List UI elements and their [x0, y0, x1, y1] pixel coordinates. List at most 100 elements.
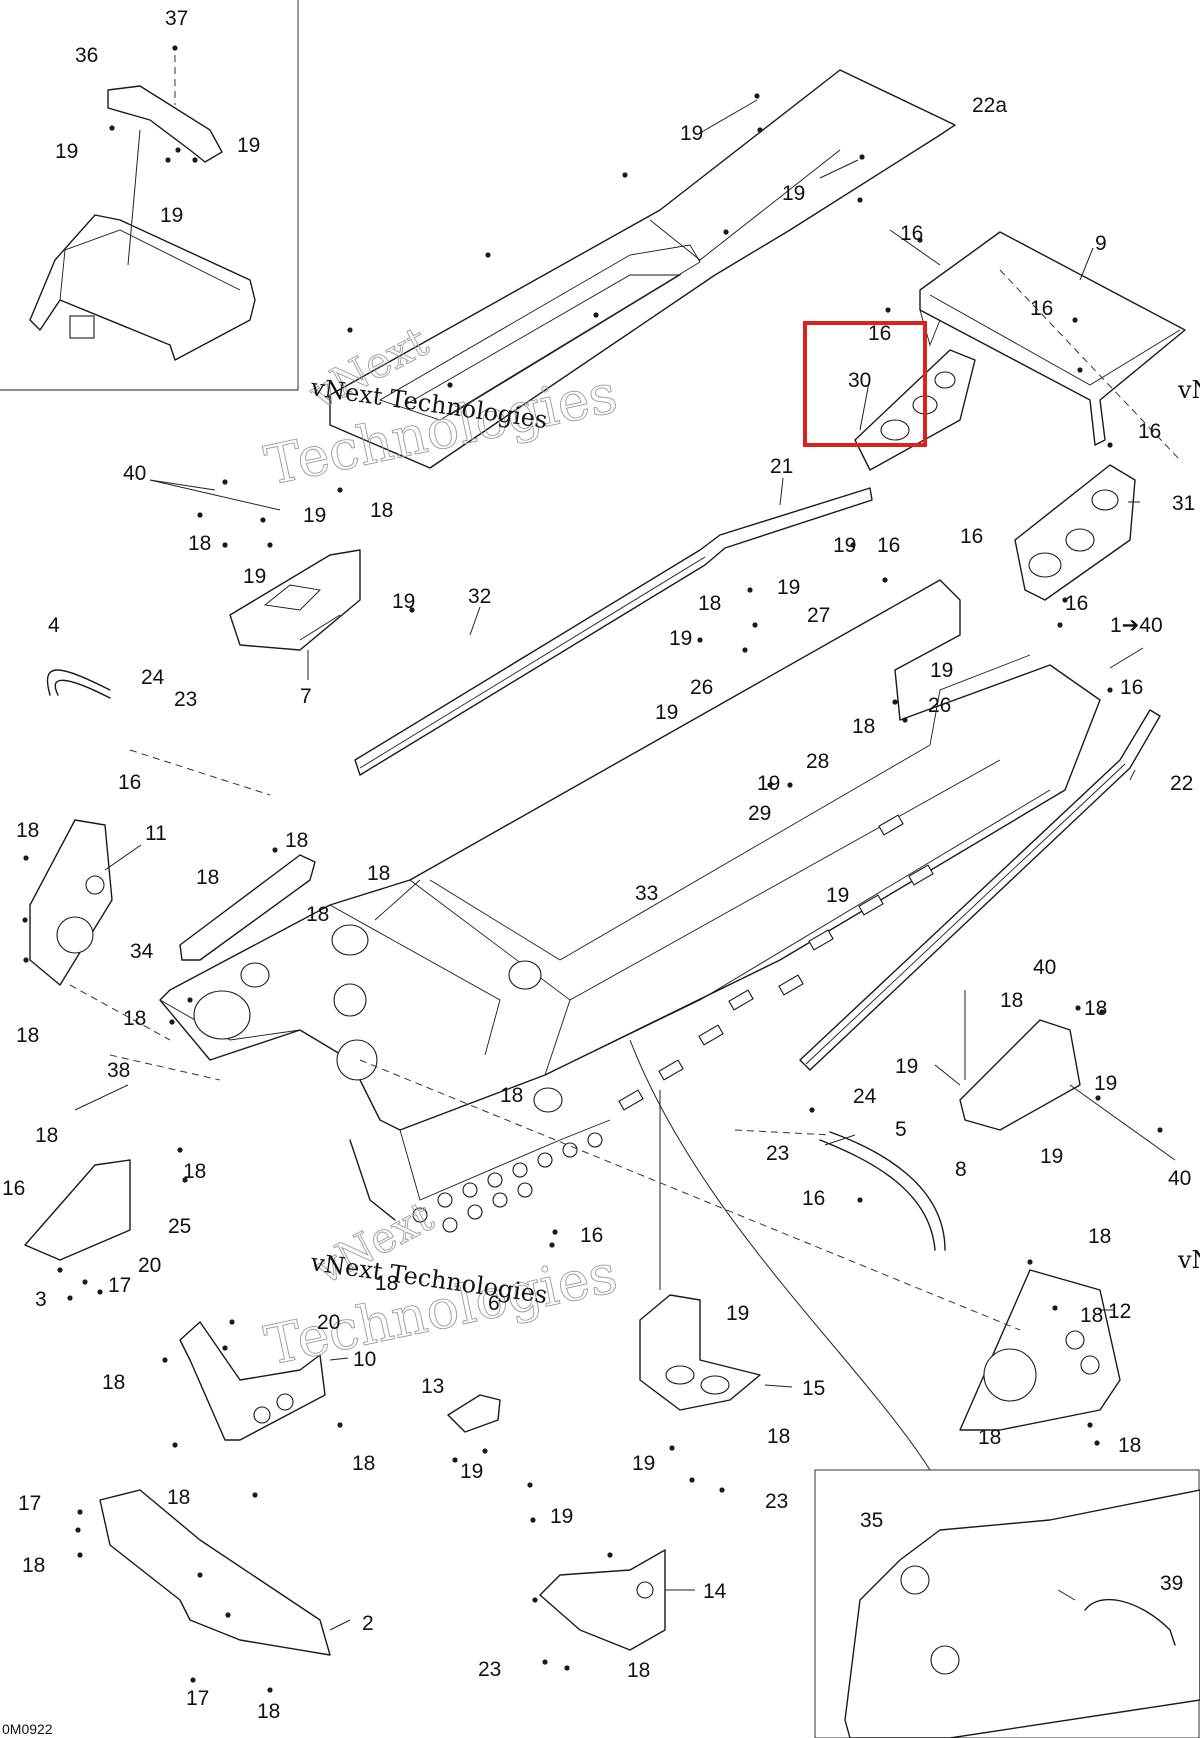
callout-c19r[interactable]: 19: [1040, 1145, 1063, 1168]
callout-c2[interactable]: 2: [362, 1612, 374, 1635]
callout-c4[interactable]: 4: [48, 614, 60, 637]
callout-c39[interactable]: 39: [1160, 1572, 1183, 1595]
callout-c3[interactable]: 3: [35, 1288, 47, 1311]
callout-c18r[interactable]: 18: [1088, 1225, 1111, 1248]
callout-c7[interactable]: 7: [300, 685, 312, 708]
callout-c19j[interactable]: 19: [777, 576, 800, 599]
callout-c18i[interactable]: 18: [306, 903, 329, 926]
callout-c16d[interactable]: 16: [1138, 420, 1161, 443]
callout-c19l[interactable]: 19: [655, 701, 678, 724]
callout-c8[interactable]: 8: [955, 1158, 967, 1181]
callout-c18aa[interactable]: 18: [627, 1659, 650, 1682]
callout-c22a[interactable]: 22a: [972, 94, 1007, 117]
callout-c24b[interactable]: 24: [853, 1085, 877, 1108]
callout-c6[interactable]: 6: [488, 1292, 500, 1315]
callout-c18n[interactable]: 18: [35, 1124, 58, 1147]
callout-c1[interactable]: 1➔40: [1110, 614, 1163, 637]
callout-c23d[interactable]: 23: [478, 1658, 501, 1681]
callout-c18u[interactable]: 18: [167, 1486, 190, 1509]
callout-c18s[interactable]: 18: [1080, 1304, 1103, 1327]
callout-c18x[interactable]: 18: [978, 1426, 1001, 1449]
callout-c18ab[interactable]: 18: [257, 1700, 280, 1723]
callout-c26b[interactable]: 26: [928, 694, 951, 717]
callout-c31[interactable]: 31: [1172, 492, 1195, 515]
callout-c18w[interactable]: 18: [767, 1425, 790, 1448]
callout-c40b[interactable]: 40: [1033, 956, 1056, 979]
callout-c5[interactable]: 5: [895, 1118, 907, 1141]
callout-c19i[interactable]: 19: [833, 534, 856, 557]
callout-c18z[interactable]: 18: [22, 1554, 45, 1577]
callout-c40a[interactable]: 40: [123, 462, 146, 485]
callout-c13[interactable]: 13: [421, 1375, 444, 1398]
callout-c25[interactable]: 25: [168, 1215, 191, 1238]
callout-c19q[interactable]: 19: [895, 1055, 918, 1078]
callout-c40c[interactable]: 40: [1168, 1167, 1191, 1190]
callout-c30[interactable]: 30: [848, 369, 871, 392]
callout-c17a[interactable]: 17: [108, 1274, 131, 1297]
callout-c37[interactable]: 37: [165, 7, 188, 30]
callout-c16l[interactable]: 16: [580, 1224, 603, 1247]
callout-c16k[interactable]: 16: [2, 1177, 25, 1200]
callout-c16g[interactable]: 16: [1065, 592, 1088, 615]
callout-c18v[interactable]: 18: [352, 1452, 375, 1475]
callout-c19d[interactable]: 19: [680, 122, 703, 145]
callout-c23b[interactable]: 23: [766, 1142, 789, 1165]
callout-c18e[interactable]: 18: [16, 819, 39, 842]
callout-c36[interactable]: 36: [75, 44, 98, 67]
callout-c18o[interactable]: 18: [500, 1084, 523, 1107]
callout-c23a[interactable]: 23: [174, 688, 197, 711]
callout-c26a[interactable]: 26: [690, 676, 713, 699]
callout-c38[interactable]: 38: [107, 1059, 130, 1082]
callout-c33[interactable]: 33: [635, 882, 658, 905]
callout-c24a[interactable]: 24: [141, 666, 165, 689]
callout-c19a[interactable]: 19: [55, 140, 78, 163]
callout-c19h[interactable]: 19: [392, 590, 415, 613]
callout-c19m[interactable]: 19: [930, 659, 953, 682]
callout-c18l[interactable]: 18: [1000, 989, 1023, 1012]
callout-c19b[interactable]: 19: [237, 134, 260, 157]
callout-c35[interactable]: 35: [860, 1509, 883, 1532]
callout-c19g[interactable]: 19: [243, 565, 266, 588]
callout-c14[interactable]: 14: [703, 1580, 727, 1603]
callout-c21[interactable]: 21: [770, 455, 793, 478]
callout-c10[interactable]: 10: [353, 1348, 376, 1371]
callout-c18c[interactable]: 18: [698, 592, 721, 615]
callout-c18f[interactable]: 18: [285, 829, 308, 852]
callout-c19u[interactable]: 19: [632, 1452, 655, 1475]
callout-c18k[interactable]: 18: [123, 1007, 146, 1030]
callout-c19f[interactable]: 19: [303, 504, 326, 527]
callout-c19p[interactable]: 19: [1094, 1072, 1117, 1095]
callout-c27[interactable]: 27: [807, 604, 830, 627]
callout-c16h[interactable]: 16: [118, 771, 141, 794]
callout-c17b[interactable]: 17: [18, 1492, 41, 1515]
callout-c19e[interactable]: 19: [782, 182, 805, 205]
callout-c18t[interactable]: 18: [102, 1371, 125, 1394]
callout-c18p[interactable]: 18: [183, 1160, 206, 1183]
callout-c16b[interactable]: 16: [1030, 297, 1053, 320]
callout-c20a[interactable]: 20: [138, 1254, 161, 1277]
callout-c16e[interactable]: 16: [877, 534, 900, 557]
callout-c18a[interactable]: 18: [370, 499, 393, 522]
callout-c29[interactable]: 29: [748, 802, 771, 825]
callout-c34[interactable]: 34: [130, 940, 154, 963]
callout-c28[interactable]: 28: [806, 750, 829, 773]
callout-c9[interactable]: 9: [1095, 232, 1107, 255]
callout-c11[interactable]: 11: [145, 822, 167, 845]
callout-c16c[interactable]: 16: [868, 322, 891, 345]
callout-c18h[interactable]: 18: [367, 862, 390, 885]
callout-c18m[interactable]: 18: [1084, 997, 1107, 1020]
callout-c18d[interactable]: 18: [852, 715, 875, 738]
callout-c15[interactable]: 15: [802, 1377, 825, 1400]
callout-c22[interactable]: 22: [1170, 772, 1193, 795]
callout-c18b[interactable]: 18: [188, 532, 211, 555]
callout-c19v[interactable]: 19: [550, 1505, 573, 1528]
callout-c19s[interactable]: 19: [726, 1302, 749, 1325]
callout-c18g[interactable]: 18: [196, 866, 219, 889]
callout-c18q[interactable]: 18: [375, 1272, 398, 1295]
callout-c18j[interactable]: 18: [16, 1024, 39, 1047]
callout-c23c[interactable]: 23: [765, 1490, 788, 1513]
callout-c16j[interactable]: 16: [802, 1187, 825, 1210]
callout-c16f[interactable]: 16: [960, 525, 983, 548]
callout-c17c[interactable]: 17: [186, 1687, 209, 1710]
callout-c32[interactable]: 32: [468, 585, 491, 608]
